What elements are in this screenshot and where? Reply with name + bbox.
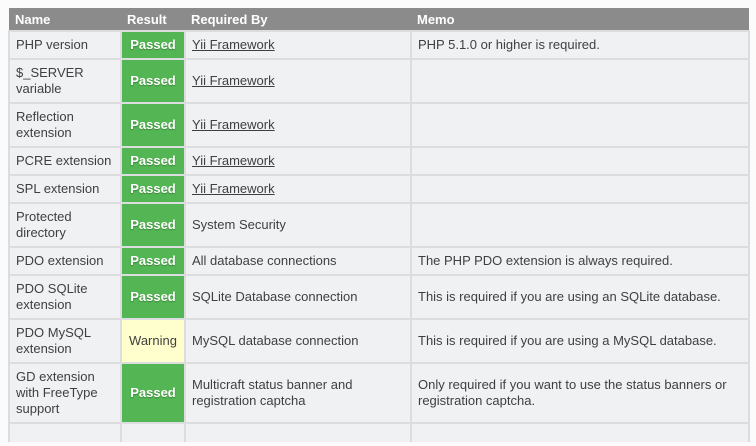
column-header-result: Result [121, 8, 185, 31]
requirement-name: GD extension with FreeType support [8, 362, 122, 424]
required-by-cell: MySQL database connection [184, 318, 412, 364]
memo-cell: Only required if you want to use the sta… [410, 362, 750, 424]
requirement-name: $_SERVER variable [8, 58, 122, 104]
required-by-link[interactable]: Yii Framework [192, 181, 275, 196]
requirement-name: PDO MySQL extension [8, 318, 122, 364]
required-by-cell: Multicraft status banner and registratio… [184, 362, 412, 424]
requirement-name: Protected directory [8, 202, 122, 248]
column-header-required_by: Required By [185, 8, 411, 31]
partial-next-row [8, 422, 750, 442]
required-by-cell: All database connections [184, 246, 412, 276]
memo-cell: This is required if you are using a MySQ… [410, 318, 750, 364]
partial-cell [184, 422, 412, 442]
result-badge-warning: Warning [120, 318, 186, 364]
required-by-link[interactable]: Yii Framework [192, 153, 275, 168]
result-badge-passed: Passed [120, 202, 186, 248]
required-by-cell: Yii Framework [184, 146, 412, 176]
requirement-name: PCRE extension [8, 146, 122, 176]
requirement-name: SPL extension [8, 174, 122, 204]
required-by-cell: System Security [184, 202, 412, 248]
partial-cell [120, 422, 186, 442]
memo-cell [410, 58, 750, 104]
memo-cell [410, 146, 750, 176]
requirement-name: PHP version [8, 30, 122, 60]
result-badge-passed: Passed [120, 274, 186, 320]
memo-cell: The PHP PDO extension is always required… [410, 246, 750, 276]
required-by-link[interactable]: Yii Framework [192, 73, 275, 88]
column-header-name: Name [9, 8, 121, 31]
memo-cell: This is required if you are using an SQL… [410, 274, 750, 320]
required-by-cell: SQLite Database connection [184, 274, 412, 320]
partial-cell [8, 422, 122, 442]
result-badge-passed: Passed [120, 30, 186, 60]
result-badge-passed: Passed [120, 146, 186, 176]
requirement-name: Reflection extension [8, 102, 122, 148]
column-header-memo: Memo [411, 8, 749, 31]
result-badge-passed: Passed [120, 174, 186, 204]
required-by-cell: Yii Framework [184, 174, 412, 204]
result-badge-passed: Passed [120, 246, 186, 276]
requirement-name: PDO extension [8, 246, 122, 276]
result-badge-passed: Passed [120, 362, 186, 424]
memo-cell: PHP 5.1.0 or higher is required. [410, 30, 750, 60]
requirement-name: PDO SQLite extension [8, 274, 122, 320]
partial-cell [410, 422, 750, 442]
required-by-cell: Yii Framework [184, 58, 412, 104]
memo-cell [410, 174, 750, 204]
required-by-link[interactable]: Yii Framework [192, 37, 275, 52]
required-by-cell: Yii Framework [184, 30, 412, 60]
required-by-link[interactable]: Yii Framework [192, 117, 275, 132]
memo-cell [410, 202, 750, 248]
required-by-cell: Yii Framework [184, 102, 412, 148]
memo-cell [410, 102, 750, 148]
result-badge-passed: Passed [120, 58, 186, 104]
result-badge-passed: Passed [120, 102, 186, 148]
